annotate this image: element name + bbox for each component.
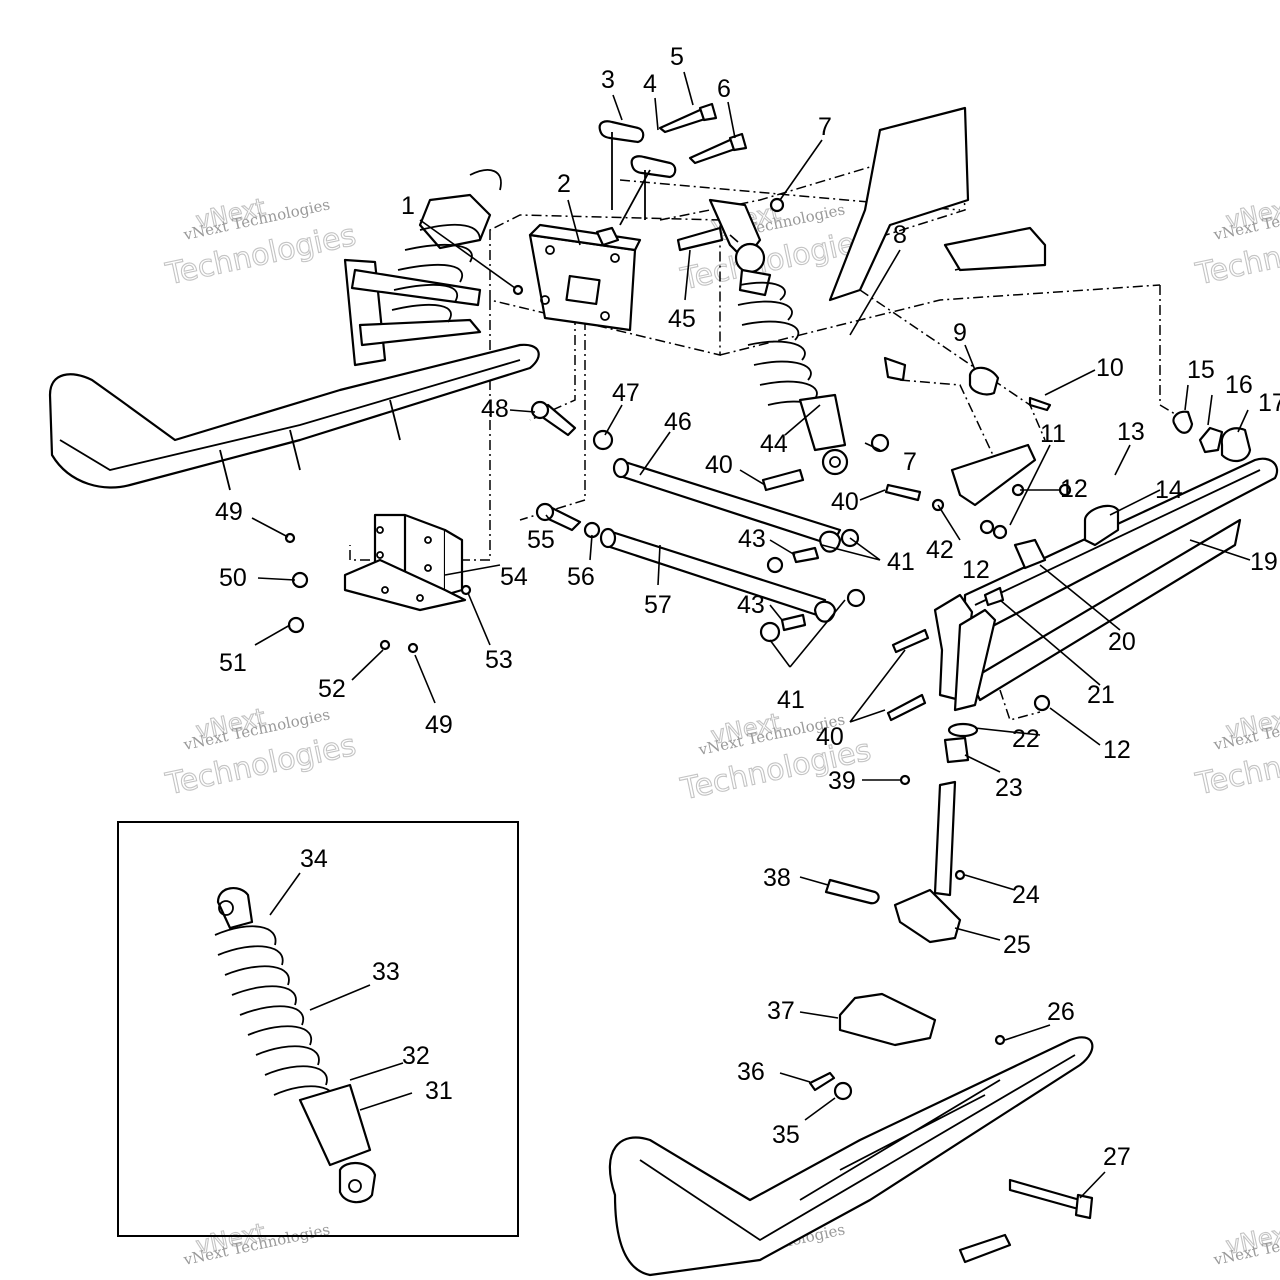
callout-11: 11 — [1040, 420, 1066, 448]
callout-47: 47 — [612, 379, 640, 407]
callout-15: 15 — [1187, 356, 1215, 384]
callout-14: 14 — [1155, 476, 1183, 504]
callout-55: 55 — [527, 526, 555, 554]
callout-41: 41 — [777, 686, 805, 714]
callout-56: 56 — [567, 563, 595, 591]
callout-43: 43 — [738, 525, 766, 553]
callout-40: 40 — [831, 488, 859, 516]
callout-37: 37 — [767, 997, 795, 1025]
callout-6: 6 — [717, 75, 731, 103]
callout-39: 39 — [828, 767, 856, 795]
spindle-assembly — [893, 504, 1120, 944]
callout-1: 1 — [401, 192, 415, 220]
inset-shock-detail — [117, 821, 519, 1237]
callout-4: 4 — [643, 70, 657, 98]
callout-25: 25 — [1003, 931, 1031, 959]
callout-24: 24 — [1012, 881, 1040, 909]
callout-38: 38 — [763, 864, 791, 892]
callout-numbers: 1 2 3 4 5 6 7 8 9 10 11 12 13 14 15 16 1… — [215, 43, 1280, 1171]
callout-44: 44 — [760, 430, 788, 458]
callout-43: 43 — [737, 591, 765, 619]
callout-8: 8 — [893, 221, 907, 249]
rod-ends — [530, 400, 614, 539]
link-plates — [598, 102, 748, 252]
callout-42: 42 — [926, 536, 954, 564]
callout-7: 7 — [818, 113, 832, 141]
callout-27: 27 — [1103, 1143, 1131, 1171]
leader-lines — [251, 71, 1251, 1199]
callout-3: 3 — [601, 66, 615, 94]
callout-2: 2 — [557, 170, 571, 198]
callout-17: 17 — [1258, 389, 1280, 417]
callout-53: 53 — [485, 646, 513, 674]
callout-23: 23 — [995, 774, 1023, 802]
fasteners — [284, 197, 1072, 905]
callout-36: 36 — [737, 1058, 765, 1086]
callout-52: 52 — [318, 675, 346, 703]
frame-outline — [349, 106, 1186, 721]
callout-49: 49 — [215, 498, 243, 526]
callout-16: 16 — [1225, 371, 1253, 399]
callout-9: 9 — [953, 319, 967, 347]
callout-22: 22 — [1012, 725, 1040, 753]
callout-31: 31 — [425, 1077, 453, 1105]
callout-50: 50 — [219, 564, 247, 592]
callout-45: 45 — [668, 305, 696, 333]
callout-12: 12 — [1060, 475, 1088, 503]
callout-46: 46 — [664, 408, 692, 436]
callout-5: 5 — [670, 43, 684, 71]
callout-21: 21 — [1087, 681, 1115, 709]
callout-12-lower: 12 — [1103, 736, 1131, 764]
callout-32: 32 — [402, 1042, 430, 1070]
callout-19: 19 — [1250, 548, 1278, 576]
callout-20: 20 — [1108, 628, 1136, 656]
callout-10: 10 — [1096, 354, 1124, 382]
callout-40: 40 — [705, 451, 733, 479]
callout-57: 57 — [644, 591, 672, 619]
steering-bracket — [343, 513, 467, 612]
front-ski — [608, 992, 1094, 1277]
callout-51: 51 — [219, 649, 247, 677]
callout-34: 34 — [300, 845, 328, 873]
center-shock — [734, 242, 849, 476]
callout-13: 13 — [1117, 418, 1145, 446]
callout-26: 26 — [1047, 998, 1075, 1026]
callout-54: 54 — [500, 563, 528, 591]
tie-rods — [599, 457, 866, 643]
trailing-arm — [962, 410, 1279, 702]
callout-12-mid: 12 — [962, 556, 990, 584]
callout-48: 48 — [481, 395, 509, 423]
left-ski-assembly — [48, 169, 540, 491]
mounting-bracket — [528, 223, 642, 332]
callout-40: 40 — [816, 723, 844, 751]
callout-7-lower: 7 — [903, 448, 917, 476]
inset-frame — [117, 821, 519, 1237]
callout-49: 49 — [425, 711, 453, 739]
callout-41: 41 — [887, 548, 915, 576]
callout-35: 35 — [772, 1121, 800, 1149]
callout-33: 33 — [372, 958, 400, 986]
